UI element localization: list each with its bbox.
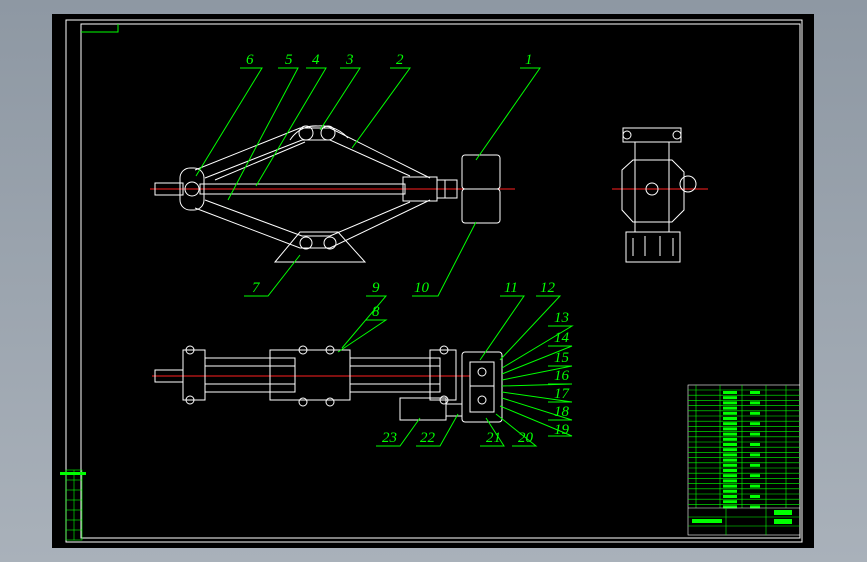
bill-of-materials (687, 384, 801, 536)
bom-cell-mark (750, 443, 760, 446)
bom-cell-mark (723, 453, 737, 457)
callout-13: 13 (554, 310, 569, 326)
callout-labels: 1 2 3 4 5 6 7 8 9 10 11 12 13 14 15 16 1… (246, 52, 571, 446)
bom-cell-mark (723, 489, 737, 493)
side-base (625, 231, 681, 263)
bom-cell-mark (750, 453, 760, 457)
bom-cell-mark (723, 484, 737, 488)
top-right-block (429, 349, 457, 401)
lower-arm-outline (194, 199, 431, 249)
bom-cell-mark (750, 432, 760, 436)
base-pin-left (299, 236, 313, 250)
callout-16: 16 (554, 368, 570, 384)
bom-cell-mark (723, 401, 737, 405)
top-pin-right (320, 125, 336, 141)
callout-19: 19 (554, 422, 570, 438)
bom-cell-mark (723, 406, 737, 410)
top-pin-left (298, 125, 314, 141)
base (273, 231, 367, 263)
bom-cell-mark (723, 469, 737, 472)
callout-17: 17 (554, 386, 571, 402)
left-pivot-pin (184, 181, 200, 197)
bom-cell-mark (750, 505, 760, 509)
callout-5: 5 (285, 52, 293, 68)
base-pin-right (323, 236, 337, 250)
left-pivot-block (179, 167, 205, 211)
bom-cell-mark (723, 443, 737, 446)
motor-housing-bottom (461, 188, 501, 224)
bom-cell-mark (723, 427, 737, 431)
top-view (152, 345, 503, 423)
callout-3: 3 (345, 52, 354, 68)
bom-cell-mark (750, 401, 760, 405)
drawing-sheet (52, 14, 814, 548)
bom-cell-mark (750, 422, 760, 426)
bom-cell-mark (723, 474, 737, 478)
bom-cell-mark (723, 479, 737, 483)
callout-8: 8 (372, 304, 380, 320)
callout-11: 11 (504, 280, 518, 296)
leader-lines (195, 67, 574, 447)
bom-cell-mark (723, 391, 737, 394)
callout-1: 1 (525, 52, 533, 68)
bom-cell-mark (723, 495, 737, 498)
screw-rod (199, 183, 406, 195)
callout-14: 14 (554, 330, 570, 346)
bom-cell-mark (723, 505, 737, 509)
bom-cell-mark (723, 411, 737, 415)
bom-cell-mark (723, 432, 737, 436)
bom-cell-mark (750, 411, 760, 415)
bom-cell-mark (750, 463, 760, 467)
bom-cell-mark (723, 500, 737, 504)
sheet-border (65, 19, 803, 543)
bom-cell-mark (750, 495, 760, 498)
side-handle (679, 175, 697, 193)
bom-cell-mark (723, 463, 737, 467)
callout-6: 6 (246, 52, 254, 68)
callout-23: 23 (382, 430, 397, 446)
top-arm-right (349, 357, 441, 393)
front-view (150, 125, 515, 263)
side-body (621, 159, 685, 223)
callout-4: 4 (312, 52, 320, 68)
right-nut (402, 176, 438, 202)
callout-22: 22 (420, 430, 436, 446)
bom-cell-mark (750, 474, 760, 478)
top-arm-left (204, 357, 296, 393)
callout-10: 10 (414, 280, 430, 296)
bom-cell-mark (750, 484, 760, 488)
side-view (612, 127, 708, 263)
callout-9: 9 (372, 280, 380, 296)
screw-rod-end (154, 182, 184, 196)
callout-20: 20 (518, 430, 534, 446)
bom-cell-mark (723, 458, 737, 462)
corner-mark (81, 24, 119, 33)
margin-stamp (60, 469, 86, 541)
callout-2: 2 (396, 52, 404, 68)
bom-cell-mark (723, 396, 737, 400)
gearbox (461, 351, 503, 423)
bom-cell-mark (750, 391, 760, 394)
callout-12: 12 (540, 280, 556, 296)
bom-cell-mark (723, 422, 737, 426)
bom-cell-mark (723, 448, 737, 452)
bom-cell-mark (723, 437, 737, 441)
upper-arm-outline (194, 127, 431, 179)
side-center-pin (645, 182, 659, 196)
bom-cell-mark (723, 417, 737, 420)
callout-7: 7 (252, 280, 261, 296)
callout-15: 15 (554, 350, 570, 366)
callout-21: 21 (486, 430, 501, 446)
callout-18: 18 (554, 404, 570, 420)
